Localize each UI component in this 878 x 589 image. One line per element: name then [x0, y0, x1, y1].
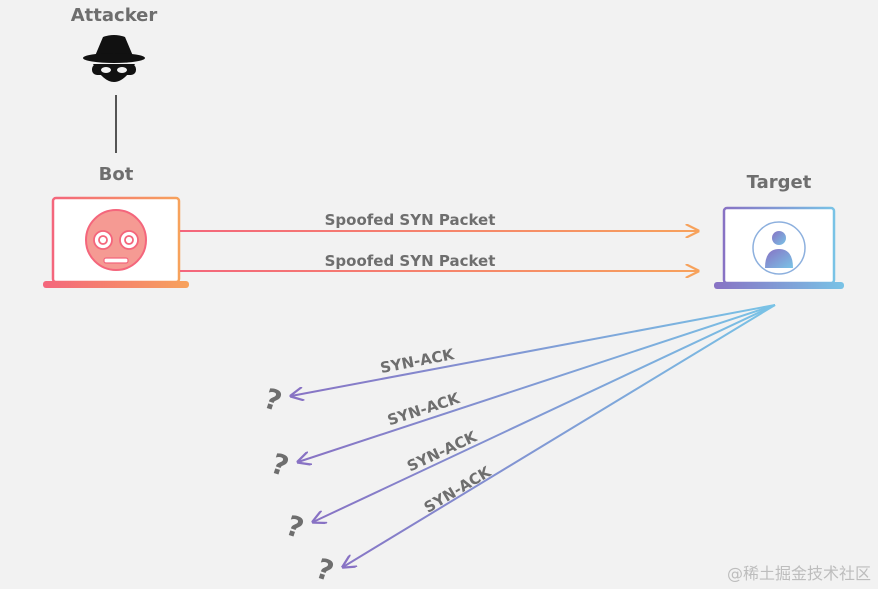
watermark: @稀土掘金技术社区	[727, 564, 871, 583]
spoofed-syn-label-1: Spoofed SYN Packet	[325, 211, 496, 229]
target-label: Target	[747, 172, 812, 193]
syn-ack-arrow-3	[313, 304, 776, 522]
attacker-label: Attacker	[71, 5, 158, 26]
syn-ack-arrow-2	[298, 304, 776, 462]
bot-label: Bot	[99, 164, 134, 185]
user-icon	[752, 221, 806, 275]
attacker-icon	[83, 35, 145, 82]
spoofed-syn-label-2: Spoofed SYN Packet	[325, 252, 496, 270]
robot-face-icon	[85, 209, 147, 271]
syn-ack-arrow-4	[343, 304, 776, 567]
syn-ack-arrow-1	[291, 304, 776, 396]
